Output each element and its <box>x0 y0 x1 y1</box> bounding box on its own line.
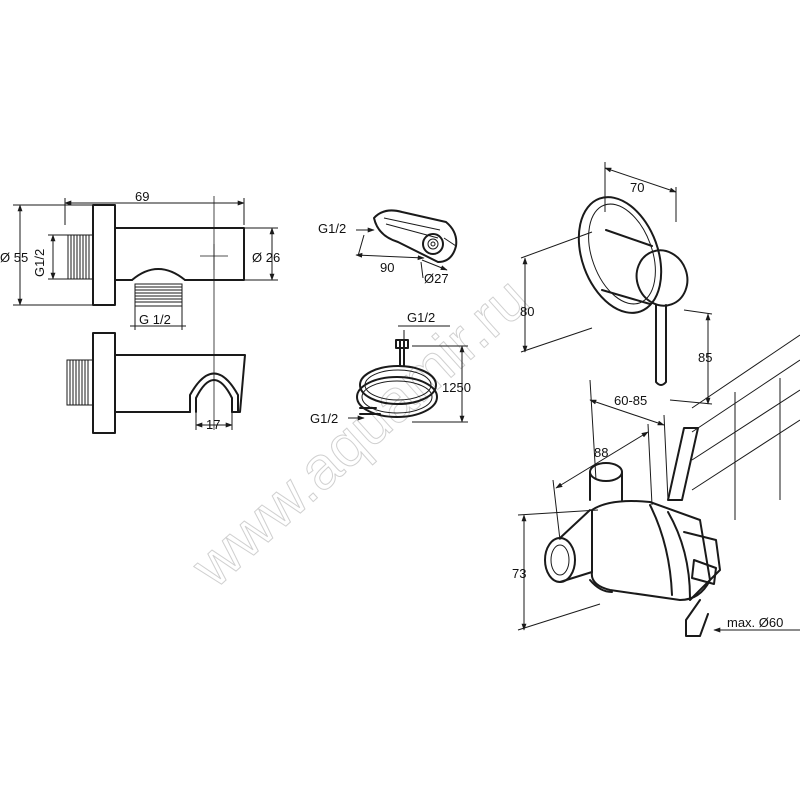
shower-diameter-label: Ø27 <box>424 271 449 286</box>
outlet-elbow-drawing <box>13 196 278 430</box>
watermark-text: www.aquamir.ru <box>178 264 541 600</box>
hose-top-thread-label: G1/2 <box>407 310 435 325</box>
concealed-body-drawing <box>517 334 800 637</box>
trim-height-label: 80 <box>520 304 534 319</box>
trim-depth-label: 70 <box>630 180 644 195</box>
shower-length-label: 90 <box>380 260 394 275</box>
shower-thread-label: G1/2 <box>318 221 346 236</box>
wall-holder-drawing <box>66 332 246 434</box>
hose-length-label: 1250 <box>442 380 471 395</box>
hose-drawing <box>348 325 468 423</box>
outlet-thread-label: G 1/2 <box>139 312 171 327</box>
max-opening-label: max. Ø60 <box>727 615 783 630</box>
hose-bottom-thread-label: G1/2 <box>310 411 338 426</box>
install-depth-label: 60-85 <box>614 393 647 408</box>
holder-gap-label: 17 <box>206 417 220 432</box>
trim-drawing <box>520 162 713 405</box>
lever-drop-label: 85 <box>698 350 712 365</box>
outlet-width-label: 69 <box>135 189 149 204</box>
body-width-label: 88 <box>594 445 608 460</box>
body-diameter-label: Ø 26 <box>252 250 280 265</box>
flange-diameter-label: Ø 55 <box>0 250 28 265</box>
hand-shower-drawing <box>355 209 458 279</box>
inlet-thread-label: G1/2 <box>32 249 47 277</box>
body-height-label: 73 <box>512 566 526 581</box>
